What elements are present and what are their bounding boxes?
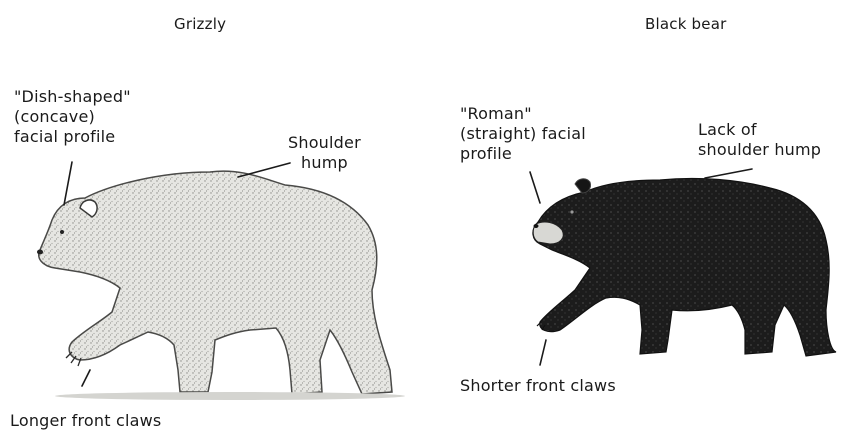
black-bear-body <box>533 178 836 356</box>
roman-label-line-3: profile <box>460 144 586 164</box>
no-hump-pointer <box>705 169 752 178</box>
grizzly-title: Grizzly <box>174 14 226 34</box>
shorter-claws-pointer <box>540 340 546 365</box>
shorter-front-claws-label: Shorter front claws <box>460 376 616 396</box>
black-bear-nose <box>534 224 539 228</box>
grizzly-eye <box>60 230 64 234</box>
roman-label-line-2: (straight) facial <box>460 124 586 144</box>
black-bear-eye <box>570 210 573 213</box>
grizzly-bear-illustration <box>37 171 405 400</box>
roman-label-line-1: "Roman" <box>460 104 586 124</box>
longer-claws-pointer <box>82 370 90 386</box>
longer-front-claws-label: Longer front claws <box>10 411 161 431</box>
nohump-label-line-1: Lack of <box>698 120 821 140</box>
black-bear-illustration <box>533 178 836 356</box>
lack-of-shoulder-hump-label: Lack of shoulder hump <box>698 120 821 160</box>
black-bear-ear <box>575 179 591 193</box>
roman-profile-pointer <box>530 172 540 203</box>
dish-profile-pointer <box>64 162 72 205</box>
black-bear-title: Black bear <box>645 14 726 34</box>
hump-label-line-1: Shoulder <box>288 133 361 153</box>
dish-shaped-profile-label: "Dish-shaped" (concave) facial profile <box>14 87 131 147</box>
shoulder-hump-label: Shoulder hump <box>288 133 361 173</box>
dish-label-line-3: facial profile <box>14 127 131 147</box>
grizzly-nose <box>37 250 43 255</box>
grizzly-ground-shadow <box>55 392 405 400</box>
dish-label-line-1: "Dish-shaped" <box>14 87 131 107</box>
hump-label-line-2: hump <box>288 153 361 173</box>
nohump-label-line-2: shoulder hump <box>698 140 821 160</box>
dish-label-line-2: (concave) <box>14 107 131 127</box>
shoulder-hump-pointer <box>238 163 290 177</box>
roman-profile-label: "Roman" (straight) facial profile <box>460 104 586 164</box>
